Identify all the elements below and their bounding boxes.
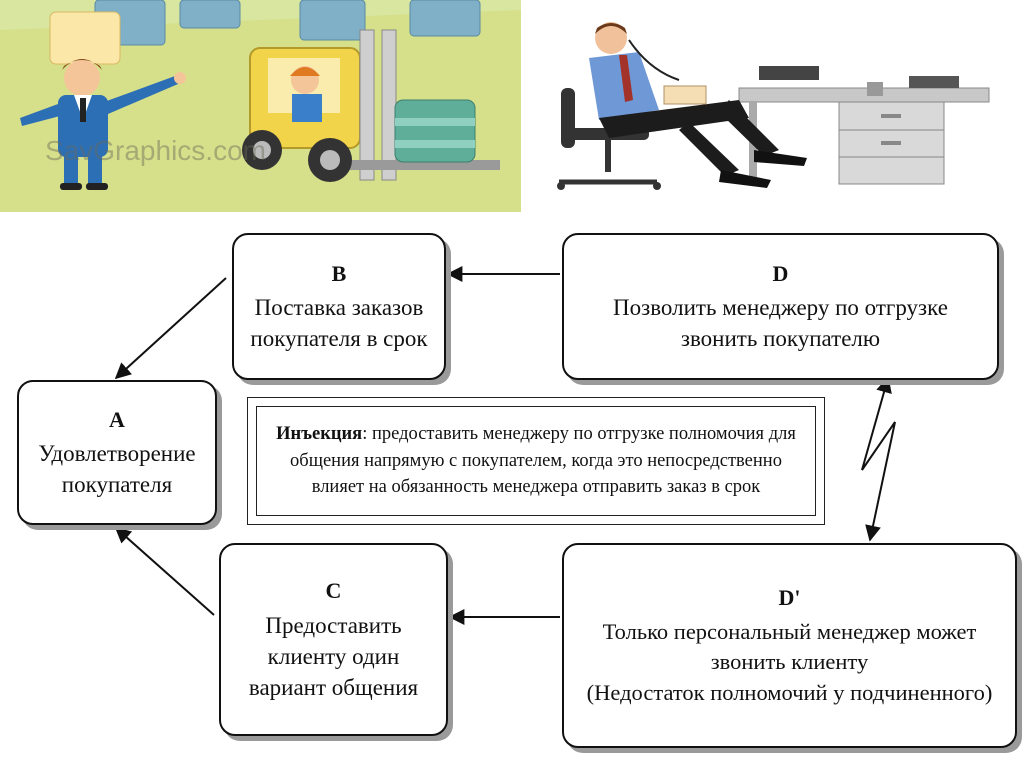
node-c-line-3: вариант общения [248,674,419,700]
node-c-line-1: Предоставить [265,612,402,638]
node-a-letter: A [109,406,125,432]
node-d: D Позволить менеджеру по отгрузке звонит… [562,233,999,380]
node-b-line-2: покупателя в срок [250,326,428,352]
conflict-lightning-arrow [861,376,896,542]
arrow-c-to-a [114,526,215,616]
node-c-line-2: клиенту один [267,643,400,669]
node-a-line-2: покупателя [61,472,173,498]
injection-note: Инъекция: предоставить менеджеру по отгр… [247,397,825,525]
node-b-line-1: Поставка заказов [254,295,424,321]
node-c: C Предоставить клиенту один вариант обще… [219,543,448,736]
injection-label: Инъекция [276,423,363,444]
node-d-prime-line-1: Только персональный менеджер может [602,618,977,644]
manager-figure [20,59,186,190]
node-b-letter: B [331,260,347,286]
businessman-figure [589,22,807,188]
injection-note-inner: Инъекция: предоставить менеджеру по отгр… [256,406,816,516]
node-d-prime: D' Только персональный менеджер может зв… [562,543,1017,748]
office-manager-illustration [549,0,1004,212]
node-c-letter: C [325,578,342,604]
node-a-line-1: Удовлетворение [38,441,196,467]
node-d-line-2: звонить покупателю [680,326,881,352]
node-a: A Удовлетворение покупателя [17,380,217,525]
node-d-line-1: Позволить менеджеру по отгрузке [613,295,948,321]
node-b: B Поставка заказов покупателя в срок [232,233,446,380]
injection-text-block: Инъекция: предоставить менеджеру по отгр… [263,421,809,501]
arrow-b-to-a [114,277,227,380]
warehouse-forklift-illustration: SavGraphics.com [0,0,521,212]
watermark-text: SavGraphics.com [45,135,266,166]
forklift-figure [242,29,500,182]
node-d-prime-line-2: звонить клиенту [710,649,869,675]
node-d-prime-letter: D' [778,585,801,611]
node-d-prime-line-3: (Недостаток полномочий у подчиненного) [586,679,993,705]
node-d-letter: D [772,260,789,286]
injection-text: : предоставить менеджеру по отгрузке пол… [290,423,796,498]
